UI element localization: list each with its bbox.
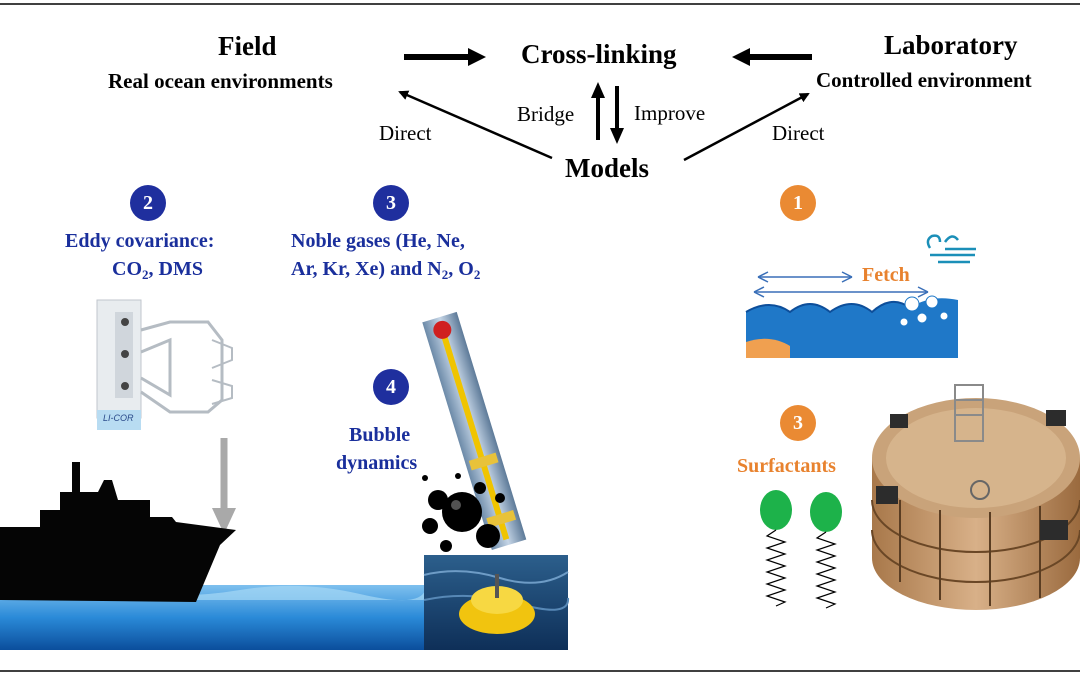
- lab-to-crosslink-arrow-head: [732, 48, 750, 66]
- eddy-covariance-sensor: [96, 299, 233, 430]
- bridge-label: Bridge: [517, 102, 575, 126]
- surfactants-label: Surfactants: [737, 455, 836, 477]
- laboratory-subtitle: Controlled environment: [816, 68, 1032, 92]
- bubble-dynamics-label-2: dynamics: [336, 452, 418, 474]
- direct-left-label: Direct: [379, 121, 432, 145]
- bubbles: [422, 473, 505, 552]
- field-title: Field: [218, 31, 277, 61]
- direct-right-arrow: [683, 92, 810, 162]
- improve-arrow-head: [610, 128, 624, 144]
- noble-gases-label: Noble gases (He, Ne,: [291, 230, 465, 252]
- surfactant-molecules: [760, 490, 842, 609]
- sensor-brand-label: LI-COR: [103, 413, 134, 423]
- bridge-arrow-head: [591, 82, 605, 98]
- crosslinking-title: Cross-linking: [521, 39, 677, 69]
- bubble-dynamics-label-1: Bubble: [349, 424, 411, 446]
- field-to-crosslink-arrow-head: [468, 48, 486, 66]
- laboratory-title: Laboratory: [884, 30, 1018, 60]
- grey-down-arrow-head: [212, 508, 236, 534]
- bubble-sensor-pole: [422, 311, 527, 551]
- badge-fetch: 1: [780, 185, 816, 221]
- field-subtitle: Real ocean environments: [108, 69, 333, 93]
- buoy-photo: [423, 555, 570, 650]
- eddy-gases-label: CO2, DMS: [112, 258, 203, 282]
- wind-icon: [926, 234, 976, 264]
- badge-eddy-covariance: 2: [130, 185, 166, 221]
- eddy-covariance-label: Eddy covariance:: [65, 230, 215, 252]
- direct-right-label: Direct: [772, 121, 825, 145]
- ocean-ship-scene: [0, 462, 425, 650]
- ship-silhouette: [0, 462, 236, 602]
- improve-label: Improve: [634, 101, 706, 125]
- badge-noble-gases: 3: [373, 185, 409, 221]
- models-label: Models: [565, 153, 649, 183]
- direct-left-arrow: [398, 90, 553, 160]
- lab-wind-wave-tank: [871, 384, 1080, 610]
- fetch-wave-illustration: [745, 271, 958, 358]
- noble-gases-label-2: Ar, Kr, Xe) and N2, O2: [291, 258, 481, 282]
- fetch-label: Fetch: [862, 264, 910, 286]
- badge-surfactants: 3: [780, 405, 816, 441]
- badge-bubble-dynamics: 4: [373, 369, 409, 405]
